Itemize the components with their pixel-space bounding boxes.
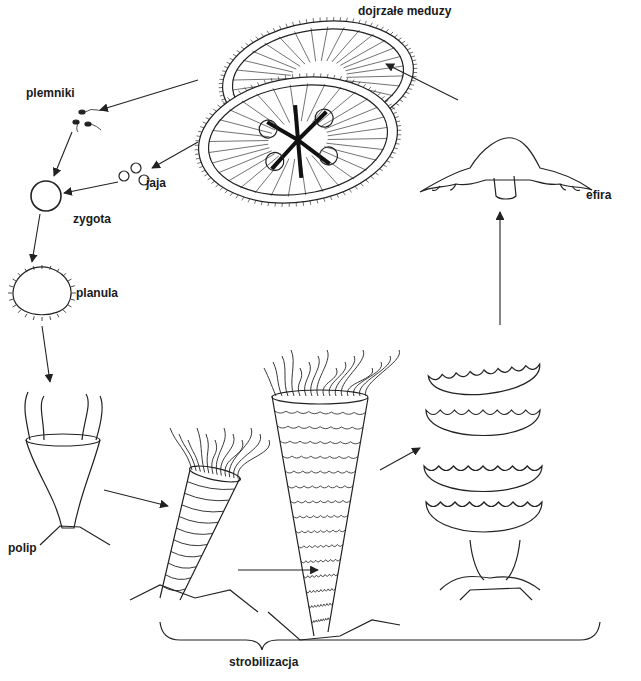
stage-label: jaja	[146, 176, 166, 190]
stage-label: strobilizacja	[229, 655, 298, 669]
stage-label: dojrzałe meduzy	[358, 4, 451, 18]
sperm	[73, 110, 91, 126]
zygote	[31, 181, 61, 211]
egg	[119, 171, 129, 181]
stage-label: zygota	[73, 212, 111, 226]
strobilization-brace	[160, 622, 600, 650]
stage-label: planula	[76, 286, 118, 300]
stage-label: efira	[586, 188, 611, 202]
medusa-front	[186, 60, 410, 220]
strobila-late	[264, 350, 400, 640]
planula	[13, 267, 71, 315]
stage-label: plemniki	[26, 86, 75, 100]
stage-label: polip	[8, 541, 37, 555]
polyp	[25, 392, 110, 545]
ephyra-stack	[424, 364, 542, 580]
ephyra	[420, 138, 592, 199]
strobila-early	[130, 428, 270, 612]
